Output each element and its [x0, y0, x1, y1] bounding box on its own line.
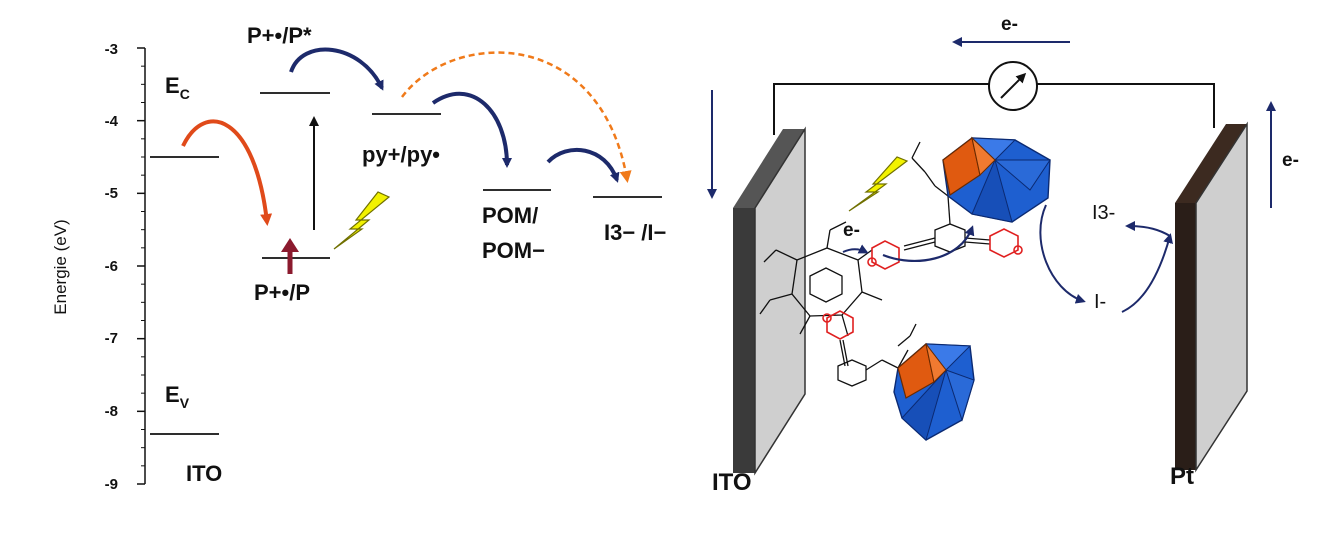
label-triiodide: I3-: [1092, 202, 1115, 224]
tick-label: -5: [105, 185, 118, 202]
dye-molecule: [759, 141, 991, 387]
label-ito-left: ITO: [186, 461, 222, 486]
label-p-excited: P+•/P*: [247, 23, 312, 48]
tick-label: -8: [105, 403, 118, 420]
arrow-absorption-head: [281, 238, 299, 252]
energy-axis: -3 -4 -5 -6 -7 -8 -9 Energie (eV): [51, 41, 146, 493]
electron-transfer-arrow-injection: [842, 244, 869, 254]
redox-arrow-oxidation: [1121, 233, 1173, 313]
tick-label: -3: [105, 41, 118, 58]
redox-arrow-to-i3: [1125, 221, 1171, 237]
label-py: py+/py•: [362, 142, 440, 167]
label-ec: EC: [165, 73, 190, 102]
axis-tick-labels: -3 -4 -5 -6 -7 -8 -9: [105, 41, 119, 493]
label-pt-electrode: Pt: [1170, 463, 1194, 490]
label-pom-1: POM/: [482, 203, 538, 228]
pt-electrode: [1175, 121, 1248, 473]
label-ev: EV: [165, 382, 190, 411]
cell-schematic: e- e- ITO Pt I3- I-: [707, 14, 1299, 496]
arrow-py-to-pom: [431, 91, 512, 168]
tick-label: -6: [105, 258, 118, 275]
tick-label: -9: [105, 476, 118, 493]
energy-diagram: -3 -4 -5 -6 -7 -8 -9 Energie (eV) EC EV …: [51, 23, 666, 493]
label-iodide-cell: I-: [1094, 291, 1106, 313]
arrow-injection: [181, 119, 273, 226]
axis-label: Energie (eV): [51, 219, 70, 314]
arrow-pom-to-iodide: [546, 147, 620, 183]
ammeter-icon: [988, 61, 1038, 111]
axis-tick-marks: [137, 47, 145, 485]
label-iodide: I3− /I−: [604, 220, 666, 245]
electron-transfer-arrow-molecule: [882, 225, 975, 262]
lightning-icon-cell: [848, 156, 909, 212]
arrow-recombination: [400, 51, 632, 183]
lightning-icon: [333, 191, 391, 250]
pyridinium-groups: [822, 228, 1023, 340]
label-p-ground: P+•/P: [254, 280, 310, 305]
arrow-p-to-py: [289, 47, 384, 91]
ito-electrode: [733, 126, 806, 476]
tick-label: -7: [105, 330, 118, 347]
tick-label: -4: [105, 113, 119, 130]
electron-label-molecule: e-: [843, 220, 860, 241]
electron-label-right: e-: [1282, 150, 1299, 171]
label-pom-2: POM−: [482, 238, 545, 263]
redox-arrow-reduction: [1039, 204, 1086, 304]
pom-cluster-lower: [893, 342, 975, 441]
pom-cluster-upper: [942, 136, 1051, 223]
electron-label-top: e-: [1001, 14, 1018, 35]
label-ito-electrode: ITO: [712, 469, 752, 496]
